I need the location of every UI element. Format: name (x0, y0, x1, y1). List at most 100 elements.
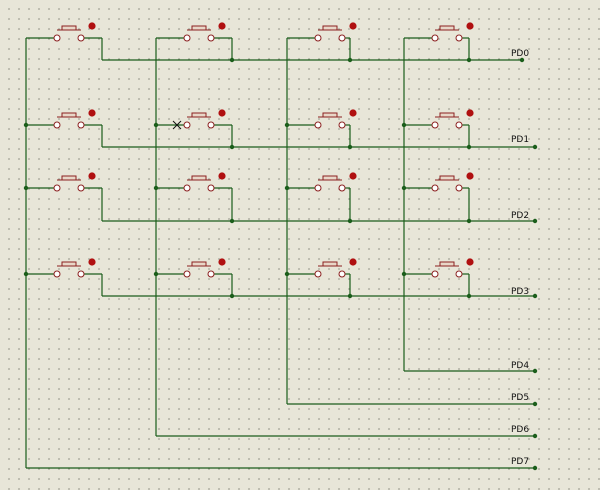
port-label-pd1[interactable]: PD1 (511, 135, 529, 145)
switch-contact (431, 184, 439, 192)
port-terminal (532, 433, 538, 439)
switch-indicator-dot (218, 22, 226, 30)
switch-button-cap (439, 25, 455, 31)
junction-dot (284, 122, 290, 128)
switch-indicator-dot (466, 109, 474, 117)
switch-contact (455, 184, 463, 192)
junction-dot (284, 185, 290, 191)
pin-marker-cross (172, 120, 182, 130)
switch-contact (183, 121, 191, 129)
label-layer: PD0 PD1 PD2 PD3 PD4 PD5 PD6 PD7 (511, 49, 529, 467)
switch-contact (455, 121, 463, 129)
port-terminal (532, 465, 538, 471)
junction-dot (466, 293, 472, 299)
switch-contact (77, 270, 85, 278)
switch-button-cap (322, 261, 338, 267)
switch-indicator-dot (218, 109, 226, 117)
push-button-switch (431, 172, 474, 192)
switch-contact (183, 184, 191, 192)
switch-contact (314, 34, 322, 42)
junction-dot (347, 218, 353, 224)
switch-contact (53, 270, 61, 278)
switch-button-cap (191, 112, 207, 118)
switch-button-cap (61, 175, 77, 181)
push-button-switch (314, 109, 357, 129)
push-button-switch (183, 109, 226, 129)
switch-contact (77, 184, 85, 192)
switch-indicator-dot (349, 172, 357, 180)
switch-button-cap (322, 175, 338, 181)
push-button-switch (314, 172, 357, 192)
port-label-pd7[interactable]: PD7 (511, 457, 529, 467)
switch-button-cap (439, 112, 455, 118)
switch-contact (207, 184, 215, 192)
switch-contact (207, 270, 215, 278)
push-button-switch (53, 172, 96, 192)
junction-layer (23, 57, 538, 471)
switch-contact (455, 270, 463, 278)
port-label-pd3[interactable]: PD3 (511, 287, 529, 297)
junction-dot (347, 57, 353, 63)
junction-dot (229, 144, 235, 150)
switch-button-cap (322, 112, 338, 118)
port-label-pd0[interactable]: PD0 (511, 49, 529, 59)
junction-dot (466, 218, 472, 224)
switch-indicator-dot (349, 258, 357, 266)
switch-button-cap (61, 261, 77, 267)
junction-dot (23, 185, 29, 191)
push-button-switch (431, 258, 474, 278)
junction-dot (153, 122, 159, 128)
port-terminal (519, 57, 525, 63)
junction-dot (23, 122, 29, 128)
push-button-switch (183, 258, 226, 278)
switch-contact (53, 34, 61, 42)
junction-dot (401, 271, 407, 277)
push-button-switch (431, 109, 474, 129)
port-label-pd4[interactable]: PD4 (511, 361, 529, 371)
push-button-switch (314, 22, 357, 42)
switch-contact (314, 184, 322, 192)
switch-contact (183, 34, 191, 42)
push-button-switch (53, 109, 96, 129)
switch-button-cap (439, 261, 455, 267)
switch-contact (207, 121, 215, 129)
switch-button-cap (61, 112, 77, 118)
switch-contact (455, 34, 463, 42)
junction-dot (466, 144, 472, 150)
switch-contact (207, 34, 215, 42)
junction-dot (347, 293, 353, 299)
switch-contact (431, 270, 439, 278)
switch-indicator-dot (349, 22, 357, 30)
switch-contact (338, 184, 346, 192)
junction-dot (466, 57, 472, 63)
wire-layer (25, 37, 535, 469)
switch-button-cap (191, 175, 207, 181)
switch-layer (53, 22, 474, 278)
switch-button-cap (61, 25, 77, 31)
push-button-switch (53, 258, 96, 278)
switch-indicator-dot (88, 258, 96, 266)
port-terminal (532, 144, 538, 150)
switch-indicator-dot (88, 22, 96, 30)
push-button-switch (183, 172, 226, 192)
junction-dot (229, 218, 235, 224)
switch-contact (53, 184, 61, 192)
switch-indicator-dot (88, 109, 96, 117)
switch-indicator-dot (466, 258, 474, 266)
junction-dot (284, 271, 290, 277)
junction-dot (153, 185, 159, 191)
switch-contact (77, 34, 85, 42)
port-label-pd6[interactable]: PD6 (511, 425, 529, 435)
switch-indicator-dot (466, 22, 474, 30)
junction-dot (401, 122, 407, 128)
junction-dot (401, 185, 407, 191)
port-label-pd2[interactable]: PD2 (511, 211, 529, 221)
switch-indicator-dot (466, 172, 474, 180)
junction-dot (23, 271, 29, 277)
switch-contact (431, 34, 439, 42)
port-label-pd5[interactable]: PD5 (511, 393, 529, 403)
port-terminal (532, 368, 538, 374)
junction-dot (229, 293, 235, 299)
switch-button-cap (322, 25, 338, 31)
